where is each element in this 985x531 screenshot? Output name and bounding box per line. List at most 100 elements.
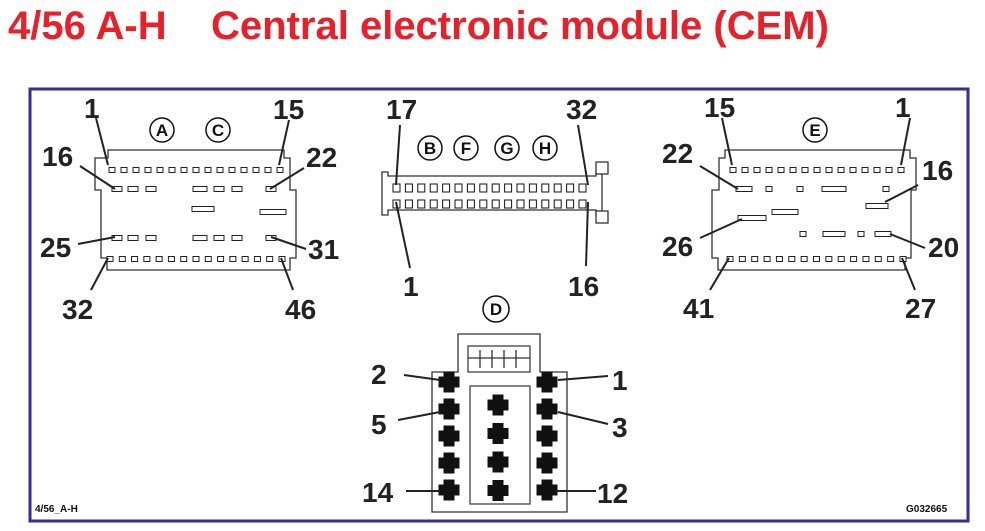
- pin-cavity: [504, 199, 513, 209]
- pin-cavity: [216, 167, 224, 173]
- pin-cavity: [788, 256, 796, 262]
- pin-cavity: [259, 209, 287, 215]
- pin-label-1: 1: [84, 93, 100, 124]
- leader-line: [280, 257, 294, 291]
- pin-cavity: [454, 183, 463, 193]
- pin-cavity: [865, 203, 889, 209]
- pin-cavity: [392, 183, 401, 193]
- pin-cavity: [735, 186, 753, 192]
- pin-cavity: [765, 167, 773, 173]
- pin-label-26: 26: [662, 231, 693, 262]
- pin-label-5: 5: [371, 409, 387, 440]
- pin-cavity: [404, 199, 413, 209]
- pin-terminal: [541, 371, 553, 393]
- pin-label-46: 46: [285, 294, 316, 325]
- leader-line: [585, 201, 589, 267]
- pin-cavity: [145, 235, 157, 241]
- connector-bfgh-outline: [381, 171, 603, 216]
- pin-cavity: [801, 167, 809, 173]
- pin-label-22: 22: [306, 142, 337, 173]
- pin-label-31: 31: [308, 234, 339, 265]
- pin-cavity: [862, 256, 870, 262]
- leader-line: [397, 411, 441, 421]
- pin-cavity: [882, 186, 890, 192]
- pin-cavity: [466, 183, 475, 193]
- pin-cavity: [887, 256, 895, 262]
- pin-cavity: [231, 186, 243, 192]
- pin-label-2: 2: [371, 359, 387, 390]
- pin-cavity: [741, 167, 749, 173]
- pin-cavity: [442, 199, 451, 209]
- connector-d-latch: [467, 345, 531, 373]
- pin-terminal: [541, 452, 553, 474]
- pin-cavity: [180, 167, 188, 173]
- pin-cavity: [771, 209, 799, 215]
- pin-label-16: 16: [42, 141, 73, 172]
- pin-cavity: [229, 256, 237, 262]
- pin-label-41: 41: [683, 293, 714, 324]
- pin-cavity: [479, 183, 488, 193]
- pin-cavity: [155, 256, 163, 262]
- pin-label-27: 27: [905, 293, 936, 324]
- pin-cavity: [897, 167, 905, 173]
- pin-cavity: [491, 183, 500, 193]
- leader-line: [90, 257, 109, 291]
- pin-terminal: [492, 480, 504, 501]
- leader-line: [699, 165, 739, 190]
- pin-cavity: [578, 199, 587, 209]
- pin-cavity: [822, 231, 846, 237]
- pin-cavity: [118, 256, 126, 262]
- connector-d-letter: D: [490, 300, 502, 319]
- pin-cavity: [765, 186, 773, 192]
- pin-cavity: [553, 183, 562, 193]
- connector-f-letter: F: [461, 139, 471, 158]
- leader-line: [557, 411, 609, 425]
- pin-cavity: [417, 183, 426, 193]
- pin-terminal: [443, 371, 455, 393]
- pin-cavity: [789, 167, 797, 173]
- pin-cavity: [738, 256, 746, 262]
- pin-terminal: [492, 423, 504, 444]
- connector-a-badge: [149, 117, 175, 143]
- pin-terminal: [492, 451, 504, 473]
- pin-label-20: 20: [928, 232, 959, 263]
- leader-line: [79, 165, 116, 190]
- leader-line: [403, 374, 441, 381]
- connector-bfgh-latch: [595, 161, 609, 175]
- pin-label-16: 16: [568, 271, 599, 302]
- pin-cavity: [266, 256, 274, 262]
- pin-cavity: [726, 256, 734, 262]
- pin-label-1: 1: [895, 92, 911, 123]
- pin-cavity: [821, 186, 847, 192]
- pin-cavity: [145, 186, 157, 192]
- connector-d-pins: [438, 371, 558, 501]
- pin-cavity: [241, 256, 249, 262]
- connector-e-letter: E: [809, 121, 820, 140]
- pin-cavity: [228, 167, 236, 173]
- pin-cavity: [127, 186, 139, 192]
- leader-line: [721, 117, 733, 166]
- pin-cavity: [825, 167, 833, 173]
- pin-cavity: [491, 199, 500, 209]
- connector-f-badge: [453, 135, 479, 161]
- pin-cavity: [861, 167, 869, 173]
- pin-label-32: 32: [566, 94, 597, 125]
- pin-cavity: [127, 235, 139, 241]
- pin-cavity: [417, 199, 426, 209]
- leader-line: [395, 201, 411, 269]
- pin-terminal: [541, 425, 553, 447]
- pin-cavity: [479, 199, 488, 209]
- pin-cavity: [837, 256, 845, 262]
- pin-cavity: [541, 183, 550, 193]
- pin-cavity: [167, 256, 175, 262]
- connector-h-letter: H: [539, 139, 551, 158]
- pin-cavity: [466, 199, 475, 209]
- pin-cavity: [528, 199, 537, 209]
- pin-label-1: 1: [403, 271, 419, 302]
- pin-cavity: [429, 183, 438, 193]
- connector-e: E 15 1 22 16 26 20 41 27: [662, 92, 959, 324]
- pin-cavity: [204, 256, 212, 262]
- page-title: 4/56 A-H Central electronic module (CEM): [8, 4, 829, 48]
- pin-cavity: [541, 199, 550, 209]
